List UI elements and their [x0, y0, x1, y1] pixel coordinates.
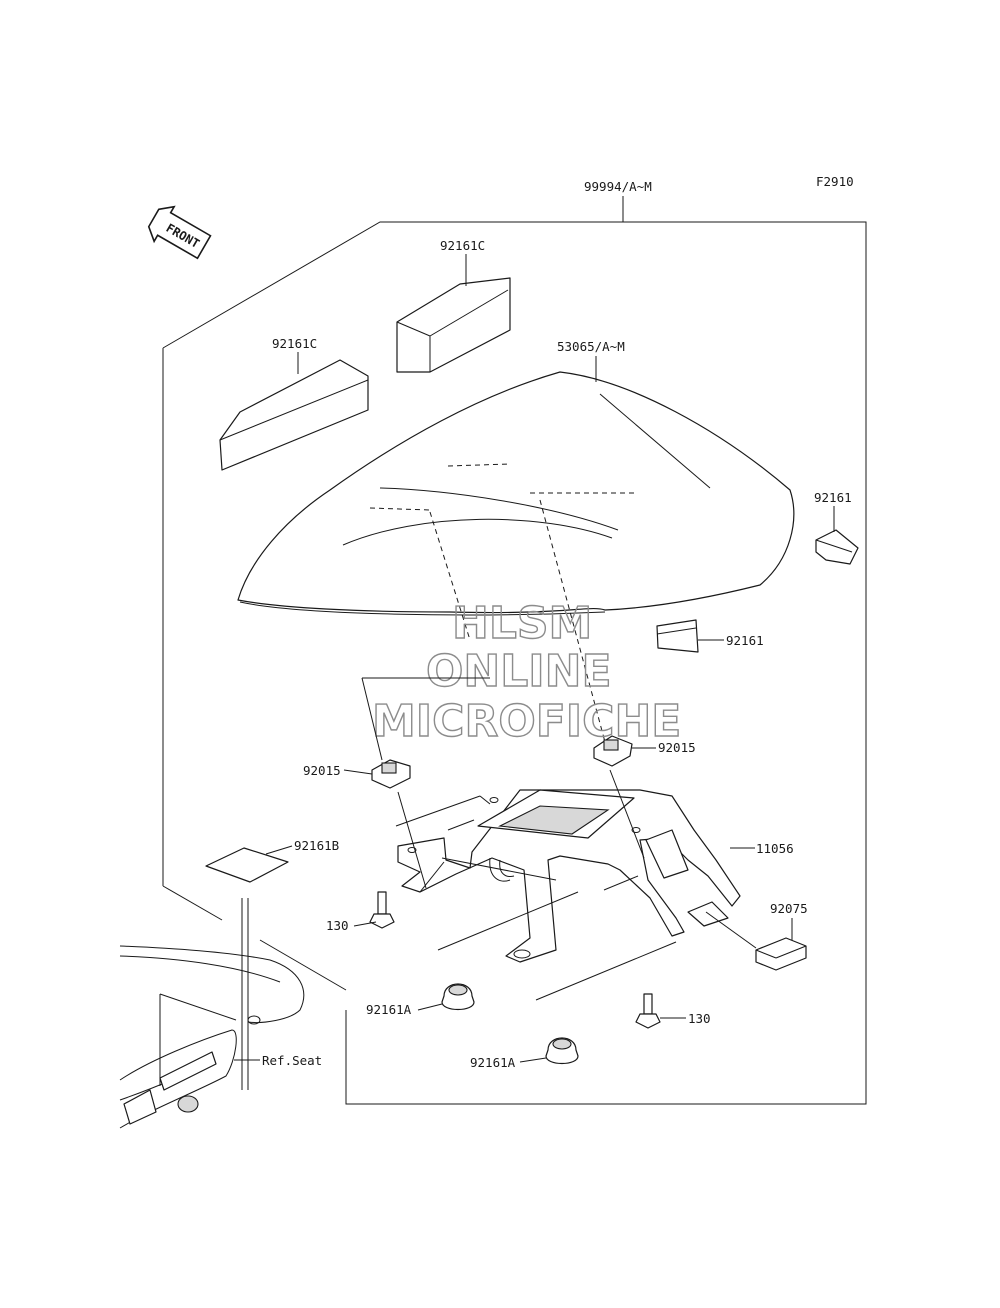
rubber-pad-small	[656, 619, 699, 653]
pad-rear-label: 92161C	[440, 238, 485, 253]
cowl-label: 53065/A~M	[557, 339, 625, 354]
grommet-left	[441, 983, 475, 1011]
bracket-label: 11056	[756, 841, 794, 856]
nut-right-label: 92015	[658, 740, 696, 755]
damper-block	[755, 937, 807, 971]
pad-small-label: 92161	[726, 633, 764, 648]
seat-cowl	[237, 371, 795, 743]
grommet-right	[545, 1037, 579, 1065]
damper-label: 92075	[770, 901, 808, 916]
bolt-right-label: 130	[688, 1011, 711, 1026]
svg-text:ONLINE: ONLINE	[426, 646, 612, 697]
pad-side-label: 92161	[814, 490, 852, 505]
bolt-left	[369, 891, 395, 929]
front-arrow-icon: FRONT	[147, 205, 212, 260]
watermark: HLSM ONLINE MICROFICHE	[371, 597, 682, 747]
bolt-left-label: 130	[326, 918, 349, 933]
ref-seat-label: Ref.Seat	[262, 1053, 322, 1068]
flat-pad	[205, 847, 289, 883]
clip-nut-left	[371, 759, 411, 789]
nut-left-label: 92015	[303, 763, 341, 778]
clip-nut-right	[593, 735, 633, 767]
reference-seat	[119, 945, 305, 1129]
rubber-pad-side	[815, 529, 859, 565]
pad-flat-label: 92161B	[294, 838, 339, 853]
seat-bracket	[395, 789, 741, 963]
pad-left-label: 92161C	[272, 336, 317, 351]
svg-text:MICROFICHE: MICROFICHE	[372, 696, 681, 747]
kit-boundary	[162, 196, 867, 1105]
grommet-left-label: 92161A	[366, 1002, 412, 1017]
kit-label: 99994/A~M	[584, 179, 652, 194]
bolt-right	[635, 993, 661, 1029]
grommet-right-label: 92161A	[470, 1055, 516, 1070]
svg-text:HLSM: HLSM	[452, 598, 592, 649]
foam-pad-left	[219, 359, 369, 471]
foam-pad-rear	[396, 277, 511, 373]
figure-code: F2910	[816, 174, 854, 189]
